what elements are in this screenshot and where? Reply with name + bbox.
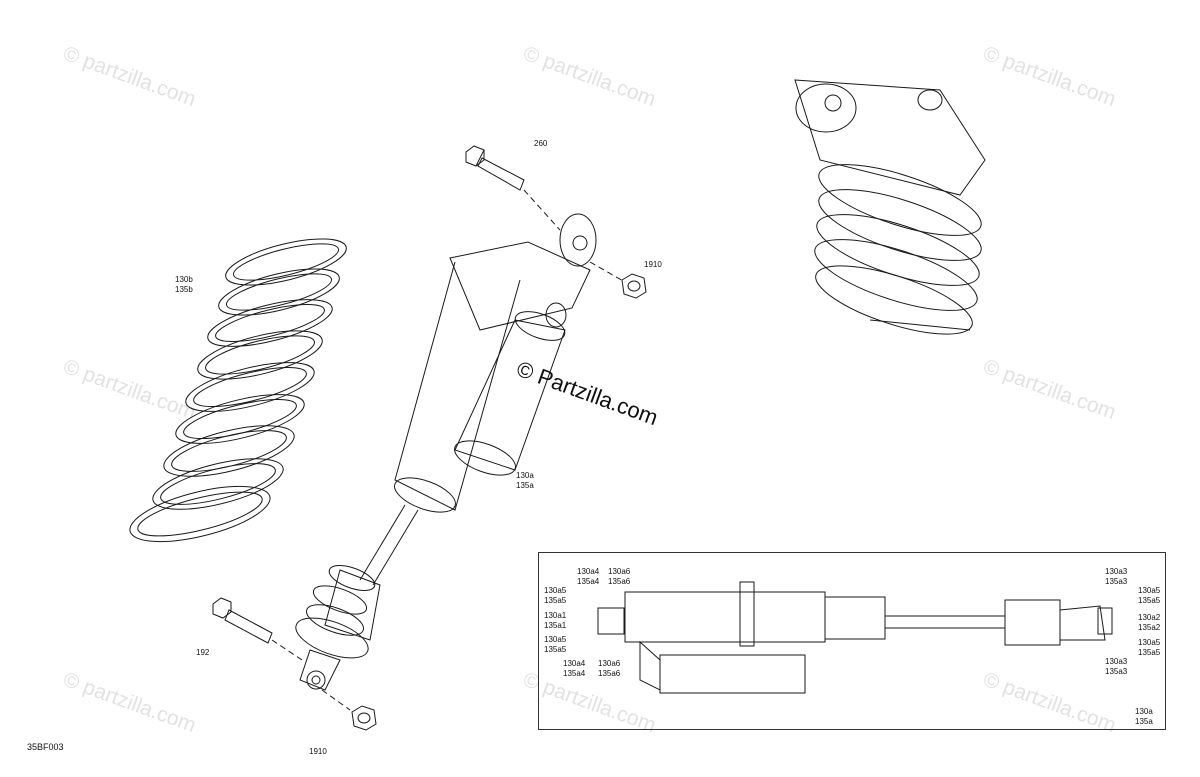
inset-callout: 130a4: [563, 659, 586, 668]
inset-callout: 135a3: [1105, 577, 1128, 586]
inset-callout: 135a5: [1138, 648, 1161, 657]
callout-spring-135b: 135b: [175, 285, 193, 294]
inset-callout: 130a1: [544, 611, 567, 620]
inset-callout: 130a6: [598, 659, 621, 668]
inset-shock-section: [597, 581, 1113, 694]
inset-callout: 135a4: [577, 577, 600, 586]
callout-shock-130a: 130a: [516, 471, 534, 480]
callout-bolt-192: 192: [196, 648, 210, 657]
callout-bolt-260: 260: [534, 139, 548, 148]
bolt-192: [212, 597, 273, 644]
inset-callout: 135a6: [608, 577, 631, 586]
inset-callout: 135a4: [563, 669, 586, 678]
coil-spring: [129, 238, 347, 543]
inset-callout: 130a6: [608, 567, 631, 576]
callout-nut-1910-top: 1910: [644, 260, 662, 269]
assembled-shock-view: [794, 79, 986, 335]
callout-nut-1910-bottom: 1910: [309, 747, 327, 756]
callout-spring-130b: 130b: [175, 275, 193, 284]
inset-callout: 130a2: [1138, 613, 1161, 622]
inset-callout: 135a6: [598, 669, 621, 678]
shock-absorber: [295, 213, 597, 691]
diagram-reference-code: 35BF003: [27, 742, 64, 752]
callout-shock-135a: 135a: [516, 481, 534, 490]
nut-1910-top: [621, 273, 647, 299]
inset-callout: 135a5: [544, 645, 567, 654]
inset-callout: 130a: [1135, 707, 1153, 716]
inset-callout: 130a4: [577, 567, 600, 576]
inset-callout: 130a5: [1138, 638, 1161, 647]
inset-callout: 135a5: [544, 596, 567, 605]
inset-callout: 130a5: [544, 586, 567, 595]
detail-inset: [538, 552, 1166, 730]
inset-callout: 135a2: [1138, 623, 1161, 632]
inset-callout: 130a5: [544, 635, 567, 644]
inset-callout: 135a1: [544, 621, 567, 630]
bolt-260: [465, 145, 525, 191]
inset-callout: 135a5: [1138, 596, 1161, 605]
nut-1910-bottom: [351, 705, 377, 731]
inset-callout: 135a: [1135, 717, 1153, 726]
inset-callout: 135a3: [1105, 667, 1128, 676]
inset-callout: 130a3: [1105, 657, 1128, 666]
inset-callout: 130a3: [1105, 567, 1128, 576]
inset-callout: 130a5: [1138, 586, 1161, 595]
